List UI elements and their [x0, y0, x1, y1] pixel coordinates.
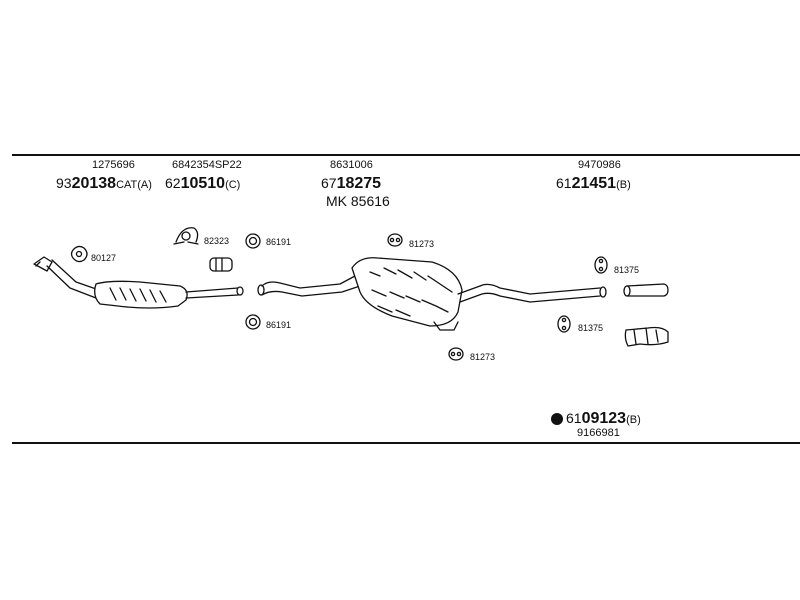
hw-label-86191-bottom: 86191 — [266, 320, 292, 330]
hardware-81273-top — [387, 233, 403, 247]
rear-suffix: (B) — [616, 179, 631, 191]
hw-label-81273-top: 81273 — [409, 239, 435, 249]
cat-part-number: 9320138CAT(A) — [56, 176, 152, 192]
middle-silencer-assembly — [257, 257, 607, 331]
cat-suffix: CAT(A) — [116, 179, 152, 191]
kit-part-code: 9166981 — [577, 427, 620, 439]
catalytic-converter-assembly — [33, 256, 244, 309]
hw-label-82323: 82323 — [204, 236, 230, 246]
kit-main: 09123 — [581, 410, 627, 427]
top-rule — [12, 154, 800, 156]
hardware-81375-bottom — [557, 315, 571, 333]
hw-label-81375-top: 81375 — [614, 265, 640, 275]
rear-part-code: 9470986 — [578, 159, 621, 171]
cat-part-code: 1275696 — [92, 159, 135, 171]
bottom-rule — [12, 442, 800, 444]
hw-label-81375-bottom: 81375 — [578, 323, 604, 333]
hardware-86191-top — [245, 233, 261, 249]
middle-mk-code: MK 85616 — [326, 193, 390, 209]
kit-bullet-icon — [551, 413, 563, 425]
hardware-86191-bottom — [245, 314, 261, 330]
kit-suffix: (B) — [626, 414, 641, 426]
rear-main: 21451 — [571, 175, 617, 192]
middle-prefix: 67 — [321, 175, 337, 191]
front-part-number: 6210510(C) — [165, 176, 240, 192]
kit-part-number: 6109123(B) — [566, 411, 641, 427]
hw-label-81273-bottom: 81273 — [470, 352, 496, 362]
cat-prefix: 93 — [56, 175, 72, 191]
middle-main: 18275 — [336, 175, 382, 192]
hardware-80127 — [70, 245, 88, 263]
middle-part-code: 8631006 — [330, 159, 373, 171]
hw-label-86191-top: 86191 — [266, 237, 292, 247]
middle-part-number: 6718275 — [321, 176, 381, 192]
front-suffix: (C) — [225, 179, 241, 191]
front-main: 10510 — [180, 175, 226, 192]
hardware-81273-bottom — [448, 347, 464, 361]
rear-part-number: 6121451(B) — [556, 176, 631, 192]
hardware-gasket-sleeve — [209, 257, 233, 272]
hardware-tail-clamp — [624, 326, 669, 347]
kit-prefix: 61 — [566, 410, 582, 426]
front-prefix: 62 — [165, 175, 181, 191]
hardware-82323-clamp — [173, 227, 199, 245]
cat-main: 20138 — [71, 175, 117, 192]
rear-pipe — [623, 283, 669, 297]
hw-label-80127: 80127 — [91, 253, 117, 263]
front-part-code: 6842354SP22 — [172, 159, 242, 171]
hardware-81375-top — [594, 256, 608, 274]
rear-prefix: 61 — [556, 175, 572, 191]
